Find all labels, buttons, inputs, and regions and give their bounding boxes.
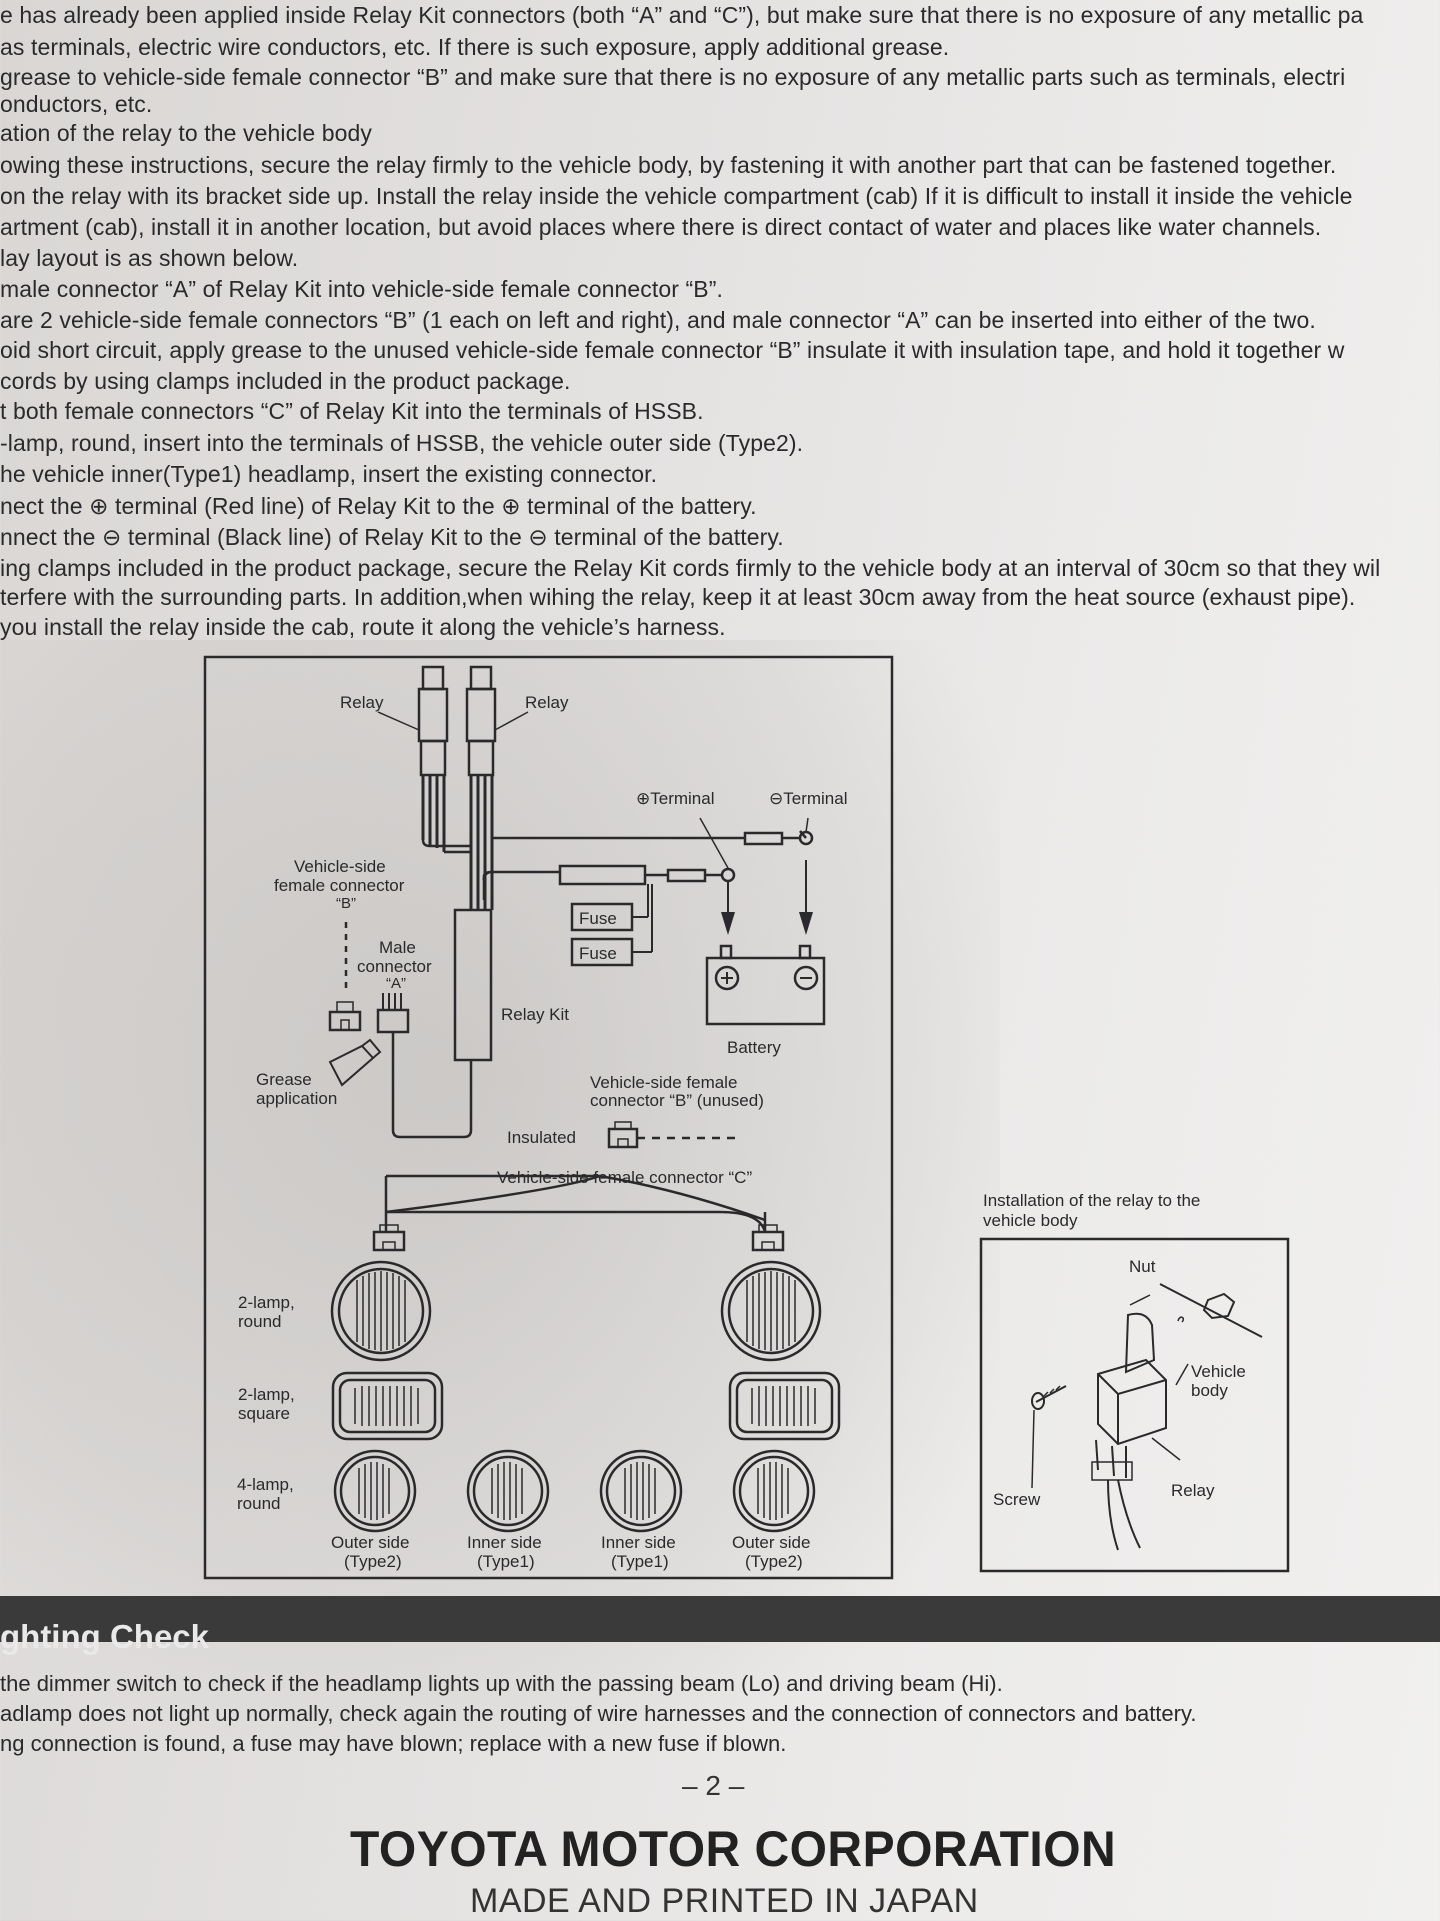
section-band <box>0 1596 1440 1642</box>
label-conn-b: “B” <box>336 895 356 912</box>
label-conn-c: Vehicle-side female connector “C” <box>497 1168 752 1187</box>
label-lamp-side: Inner side <box>467 1533 542 1552</box>
label-lamp-side: (Type2) <box>745 1552 803 1571</box>
label-lamp-side: Outer side <box>732 1533 810 1552</box>
text-line: ation of the relay to the vehicle body <box>0 120 373 146</box>
relay-right-tab <box>469 665 493 691</box>
label-lamp-side: (Type1) <box>477 1552 535 1571</box>
label-battery: Battery <box>727 1038 781 1057</box>
label-lamp-side: Inner side <box>601 1533 676 1552</box>
text-line: male connector “A” of Relay Kit into veh… <box>0 276 723 302</box>
check-line: the dimmer switch to check if the headla… <box>0 1671 1003 1696</box>
text-line: as terminals, electric wire conductors, … <box>0 34 950 60</box>
label-insulated: Insulated <box>507 1128 576 1147</box>
label-install-relay: Relay <box>1171 1481 1215 1500</box>
label-lamp-type: square <box>238 1404 290 1423</box>
label-male-conn: Male <box>379 938 416 957</box>
label-install-caption: Installation of the relay to the <box>983 1191 1200 1210</box>
company-name: TOYOTA MOTOR CORPORATION <box>350 1821 1117 1877</box>
check-line: ng connection is found, a fuse may have … <box>0 1731 787 1756</box>
label-nut: Nut <box>1129 1257 1156 1276</box>
text-line: grease to vehicle-side female connector … <box>0 64 1346 90</box>
text-line: oid short circuit, apply grease to the u… <box>0 337 1345 363</box>
label-male-conn: “A” <box>386 975 406 992</box>
text-line: you install the relay inside the cab, ro… <box>0 614 726 640</box>
text-line: he vehicle inner(Type1) headlamp, insert… <box>0 461 658 487</box>
label-vehicle-body: Vehicle <box>1191 1362 1246 1381</box>
text-line: on the relay with its bracket side up. I… <box>0 183 1353 209</box>
text-line: cords by using clamps included in the pr… <box>0 368 571 394</box>
text-line: artment (cab), install it in another loc… <box>0 214 1322 240</box>
label-relay-right: Relay <box>525 693 569 712</box>
label-unused-b: Vehicle-side female <box>590 1073 737 1092</box>
label-install-caption: vehicle body <box>983 1211 1078 1230</box>
text-line: nnect the ⊖ terminal (Black line) of Rel… <box>0 524 784 550</box>
battery-box <box>705 956 826 1026</box>
text-line: onductors, etc. <box>0 91 153 117</box>
made-in: MADE AND PRINTED IN JAPAN <box>470 1882 979 1920</box>
label-relay-kit: Relay Kit <box>501 1005 569 1024</box>
installation-inset <box>979 1237 1290 1573</box>
label-lamp-side: (Type2) <box>344 1552 402 1571</box>
label-screw: Screw <box>993 1490 1041 1509</box>
relay-right-body <box>465 687 497 743</box>
text-line: are 2 vehicle-side female connectors “B”… <box>0 307 1316 333</box>
label-male-conn: connector <box>357 957 432 976</box>
label-fuse: Fuse <box>579 909 617 928</box>
check-line: adlamp does not light up normally, check… <box>0 1701 1197 1726</box>
text-line: nect the ⊕ terminal (Red line) of Relay … <box>0 493 757 519</box>
relay-left-body <box>417 687 449 743</box>
label-plus-terminal: ⊕Terminal <box>636 789 714 808</box>
relay-left-tab <box>421 665 445 691</box>
label-conn-b: Vehicle-side <box>294 857 386 876</box>
section-title: ghting Check <box>0 1618 210 1655</box>
label-lamp-type: 2-lamp, <box>238 1293 295 1312</box>
label-lamp-side: (Type1) <box>611 1552 669 1571</box>
label-minus-terminal: ⊖Terminal <box>769 789 847 808</box>
label-fuse: Fuse <box>579 944 617 963</box>
text-line: e has already been applied inside Relay … <box>0 2 1364 28</box>
label-lamp-type: round <box>238 1312 281 1331</box>
text-line: lay layout is as shown below. <box>0 245 299 271</box>
text-line: owing these instructions, secure the rel… <box>0 152 1337 178</box>
label-lamp-side: Outer side <box>331 1533 409 1552</box>
label-lamp-type: 2-lamp, <box>238 1385 295 1404</box>
relay-right-socket <box>467 739 495 777</box>
label-lamp-type: round <box>237 1494 280 1513</box>
label-lamp-type: 4-lamp, <box>237 1475 294 1494</box>
label-unused-b: connector “B” (unused) <box>590 1091 764 1110</box>
text-line: -lamp, round, insert into the terminals … <box>0 430 804 456</box>
page-number: – 2 – <box>682 1770 745 1801</box>
text-line: terfere with the surrounding parts. In a… <box>0 584 1356 610</box>
label-grease: application <box>256 1089 337 1108</box>
relay-left-socket <box>419 739 447 777</box>
text-line: t both female connectors “C” of Relay Ki… <box>0 398 704 424</box>
label-vehicle-body: body <box>1191 1381 1228 1400</box>
diagram-frame <box>203 655 894 1580</box>
label-conn-b: female connector <box>274 876 405 895</box>
text-line: ing clamps included in the product packa… <box>0 555 1381 581</box>
label-grease: Grease <box>256 1070 312 1089</box>
relay-kit-body <box>453 908 493 1062</box>
label-relay-left: Relay <box>340 693 384 712</box>
